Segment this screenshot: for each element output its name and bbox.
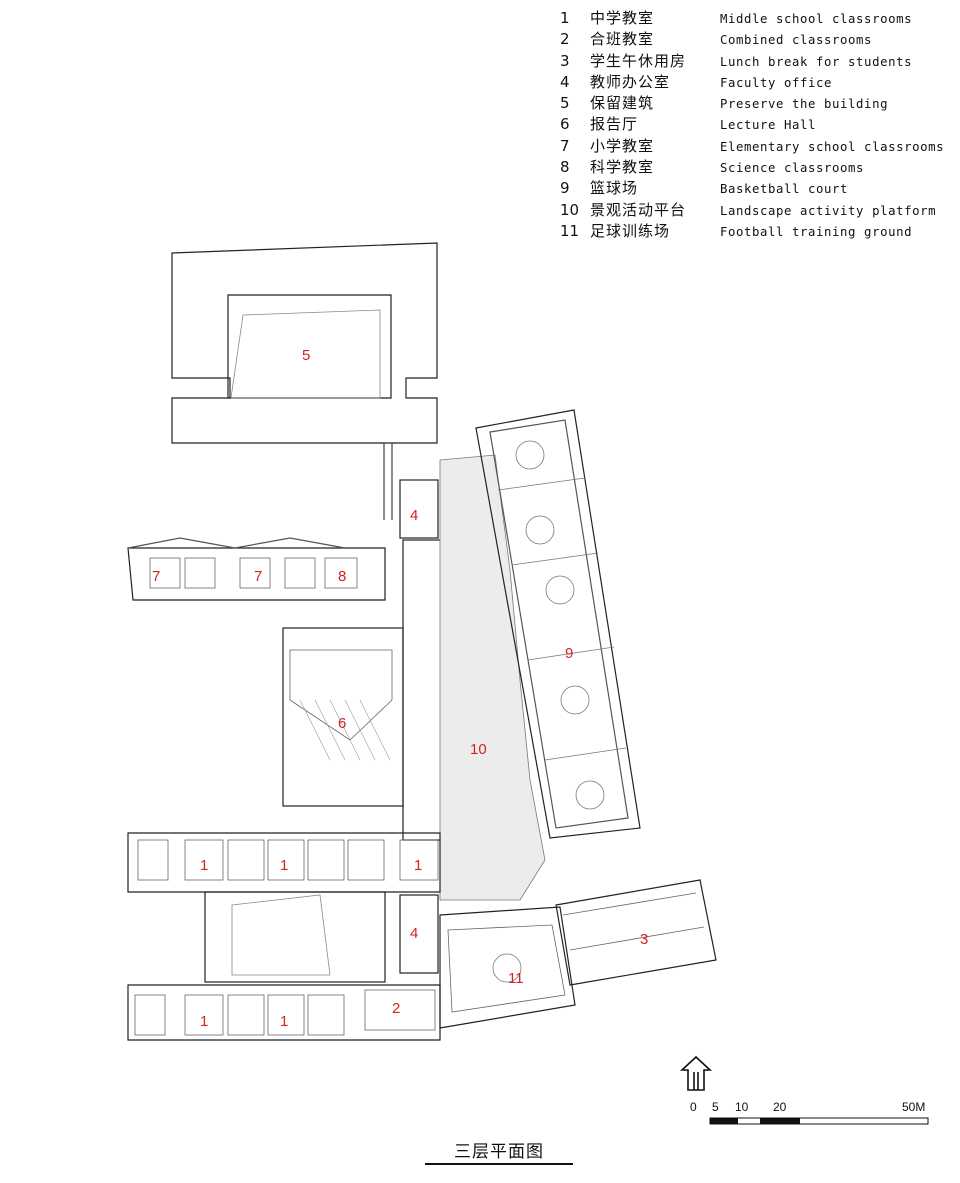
svg-text:10: 10: [735, 1100, 749, 1114]
basketball-court: [475, 409, 641, 839]
legend-english-label: Science classrooms: [720, 161, 865, 176]
legend-item: 11 足球训练场 Football training ground: [560, 221, 950, 242]
legend-chinese-label: 合班教室: [590, 30, 655, 49]
label-10: 10: [470, 741, 487, 758]
office-4-bottom: [399, 894, 439, 974]
legend-number: 3: [560, 51, 570, 70]
label-11: 11: [508, 970, 524, 987]
legend: 1 中学教室 Middle school classrooms 2 合班教室 Combin…: [560, 8, 950, 242]
legend-number: 2: [560, 30, 570, 49]
legend-english-label: Football training ground: [720, 224, 913, 239]
label-1-d: 1: [200, 1013, 208, 1030]
legend-english-label: Elementary school classrooms: [720, 139, 945, 154]
label-5: 5: [302, 347, 310, 364]
legend-english-label: Landscape activity platform: [720, 203, 937, 218]
legend-item: 1 中学教室 Middle school classrooms: [560, 8, 950, 29]
legend-english-label: Faculty office: [720, 75, 833, 90]
title-underline: [425, 1163, 573, 1165]
legend-number: 9: [560, 179, 570, 198]
svg-text:50M: 50M: [902, 1100, 925, 1114]
legend-number: 5: [560, 94, 570, 113]
legend-english-label: Middle school classrooms: [720, 12, 913, 26]
legend-number: 11: [560, 221, 580, 240]
legend-chinese-label: 教师办公室: [590, 72, 671, 91]
legend-number: 10: [560, 200, 580, 219]
legend-chinese-label: 报告厅: [590, 115, 639, 134]
legend-number: 4: [560, 72, 570, 91]
north-arrow-icon: [679, 1055, 713, 1091]
legend-chinese-label: 足球训练场: [590, 221, 671, 240]
legend-number: 6: [560, 115, 570, 134]
football-ground: [439, 906, 576, 1029]
legend-item: 4 教师办公室 Faculty office: [560, 72, 950, 93]
legend-item: 9 篮球场 Basketball court: [560, 178, 950, 199]
legend-number: 7: [560, 136, 570, 155]
legend-item: 7 小学教室 Elementary school classrooms: [560, 136, 950, 157]
legend-item: 5 保留建筑 Preserve the building: [560, 93, 950, 114]
preserved-building-outline: [171, 242, 438, 444]
legend-english-label: Lunch break for students: [720, 54, 913, 69]
legend-english-label: Preserve the building: [720, 97, 889, 112]
label-4-top: 4: [410, 507, 418, 524]
legend-english-label: Basketball court: [720, 182, 849, 197]
label-1-c: 1: [414, 857, 422, 874]
svg-text:20: 20: [773, 1100, 787, 1114]
svg-text:0: 0: [690, 1100, 697, 1114]
label-1-e: 1: [280, 1013, 288, 1030]
lower-wing: [127, 984, 441, 1041]
legend-chinese-label: 篮球场: [590, 179, 639, 198]
label-6: 6: [338, 715, 346, 732]
office-4-top: [399, 479, 439, 539]
label-2: 2: [392, 1000, 400, 1017]
legend-item: 8 科学教室 Science classrooms: [560, 157, 950, 178]
courtyard-outline: [227, 294, 392, 399]
label-9: 9: [565, 645, 573, 662]
legend-chinese-label: 中学教室: [590, 9, 655, 27]
label-4-bottom: 4: [410, 925, 418, 942]
svg-text:5: 5: [712, 1100, 719, 1114]
plan-title: 三层平面图: [454, 1142, 544, 1162]
label-7-b: 7: [254, 568, 262, 585]
legend-chinese-label: 科学教室: [590, 158, 655, 177]
legend-number: 1: [560, 9, 570, 27]
legend-number: 8: [560, 158, 570, 177]
legend-item: 10 景观活动平台 Landscape activity platform: [560, 200, 950, 221]
legend-english-label: Combined classrooms: [720, 33, 873, 48]
label-1-b: 1: [280, 857, 288, 874]
scale-bar: 0 5 10 20 50M: [690, 1100, 929, 1125]
middle-school-wing: [127, 832, 441, 893]
legend-item: 6 报告厅 Lecture Hall: [560, 114, 950, 135]
legend-chinese-label: 学生午休用房: [590, 51, 687, 70]
legend-chinese-label: 小学教室: [590, 136, 655, 155]
legend-english-label: Lecture Hall: [720, 118, 817, 133]
lunch-wing: [555, 879, 717, 986]
legend-chinese-label: 保留建筑: [590, 94, 655, 113]
label-8: 8: [338, 568, 346, 585]
label-7-a: 7: [152, 568, 160, 585]
elementary-wing: [127, 547, 386, 601]
legend-chinese-label: 景观活动平台: [590, 200, 687, 219]
label-3: 3: [640, 931, 648, 948]
legend-item: 3 学生午休用房 Lunch break for students: [560, 51, 950, 72]
label-1-a: 1: [200, 857, 208, 874]
legend-item: 2 合班教室 Combined classrooms: [560, 29, 950, 50]
